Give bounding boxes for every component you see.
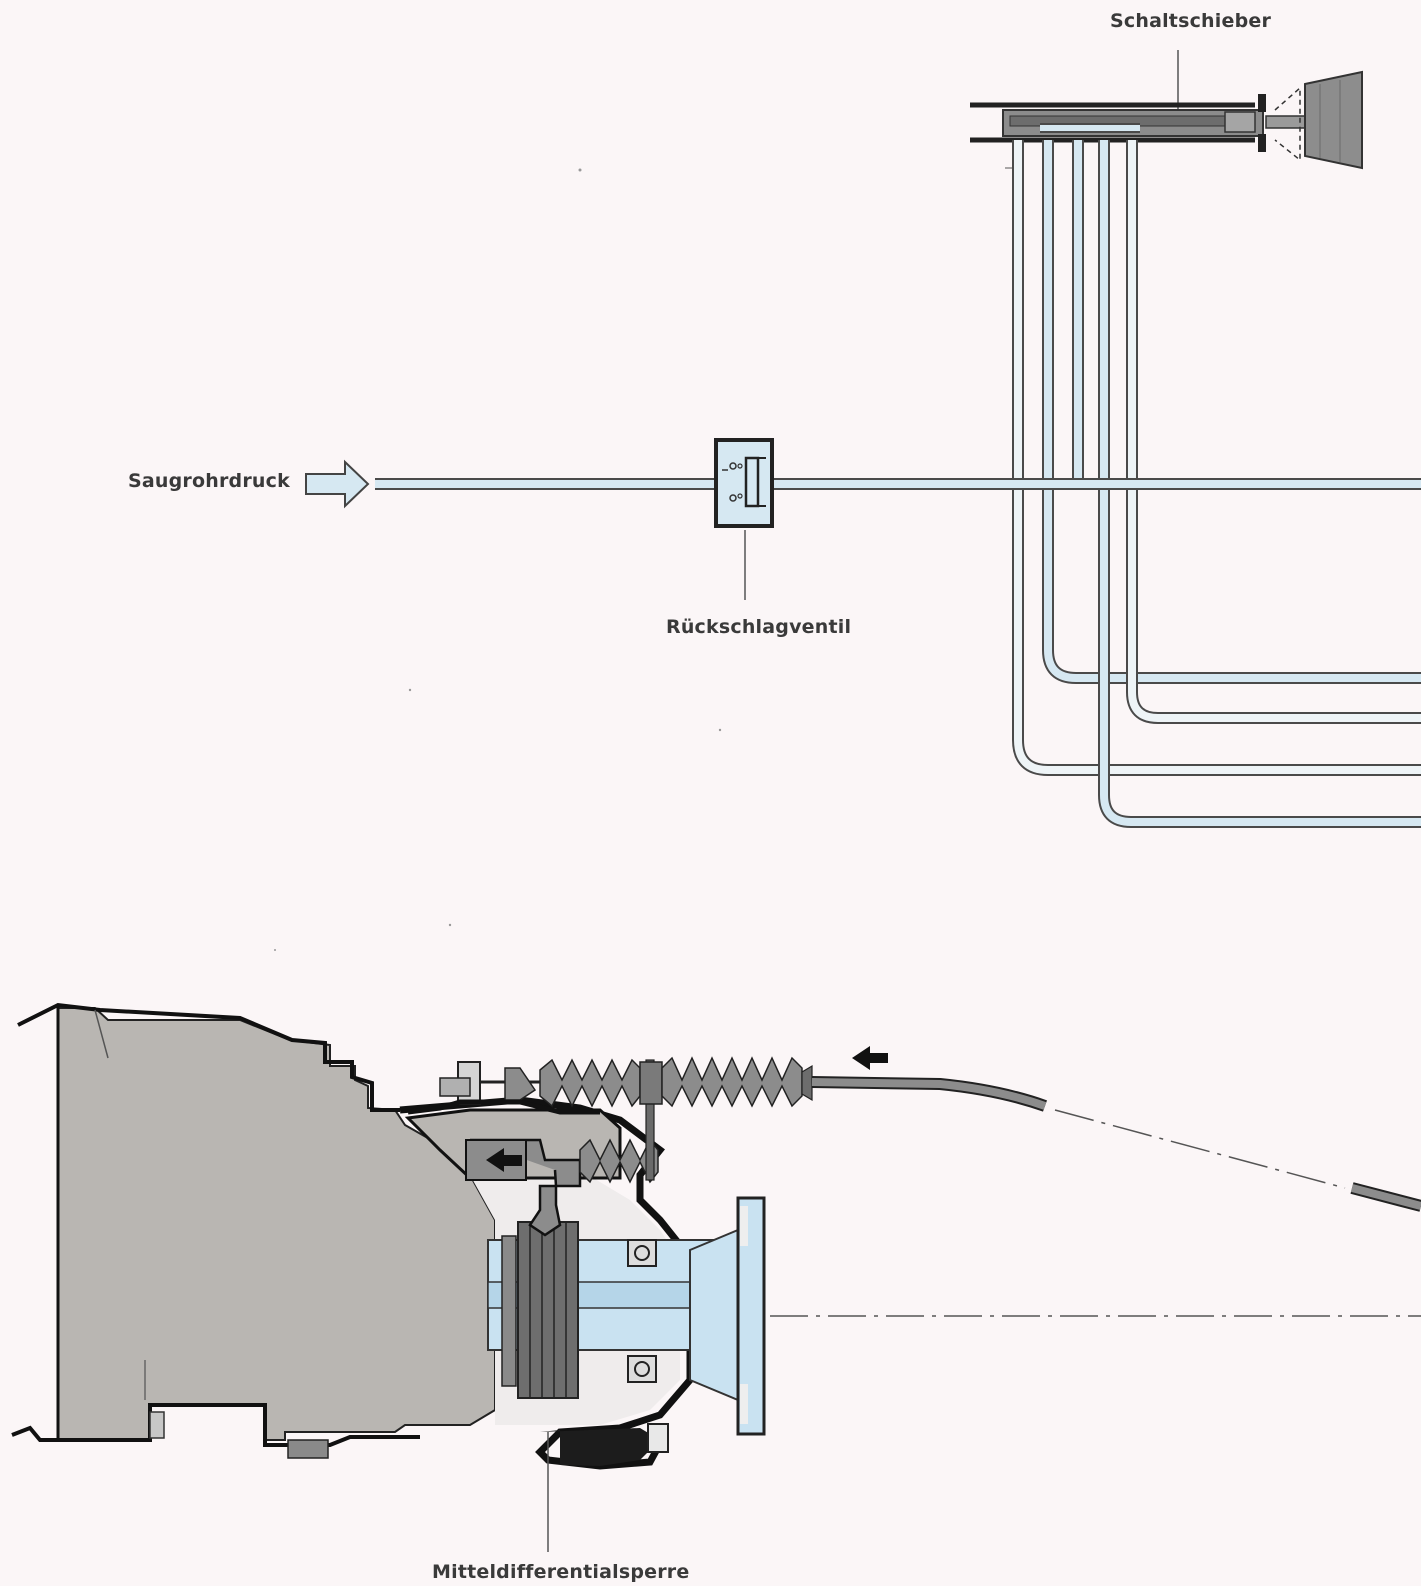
vacuum-actuator [404, 1056, 813, 1237]
differential-shaft [487, 1196, 766, 1436]
mitteldifferentialsperre-label: Mitteldifferentialsperre [432, 1561, 690, 1583]
rueckschlagventil-label: Rückschlagventil [666, 616, 852, 638]
schaltschieber-valve[interactable] [970, 70, 1363, 170]
gearbox-housing [11, 1002, 496, 1459]
vacuum-hose [811, 1076, 1421, 1212]
rueckschlagventil-valve[interactable] [714, 438, 774, 528]
direction-arrow-icon [852, 1046, 888, 1070]
saugrohrdruck-label: Saugrohrdruck [128, 470, 290, 492]
saugrohrdruck-arrow-icon [305, 459, 370, 509]
vacuum-pipes [375, 123, 1421, 828]
schaltschieber-label: Schaltschieber [1110, 10, 1272, 32]
scan-specks [274, 168, 722, 951]
